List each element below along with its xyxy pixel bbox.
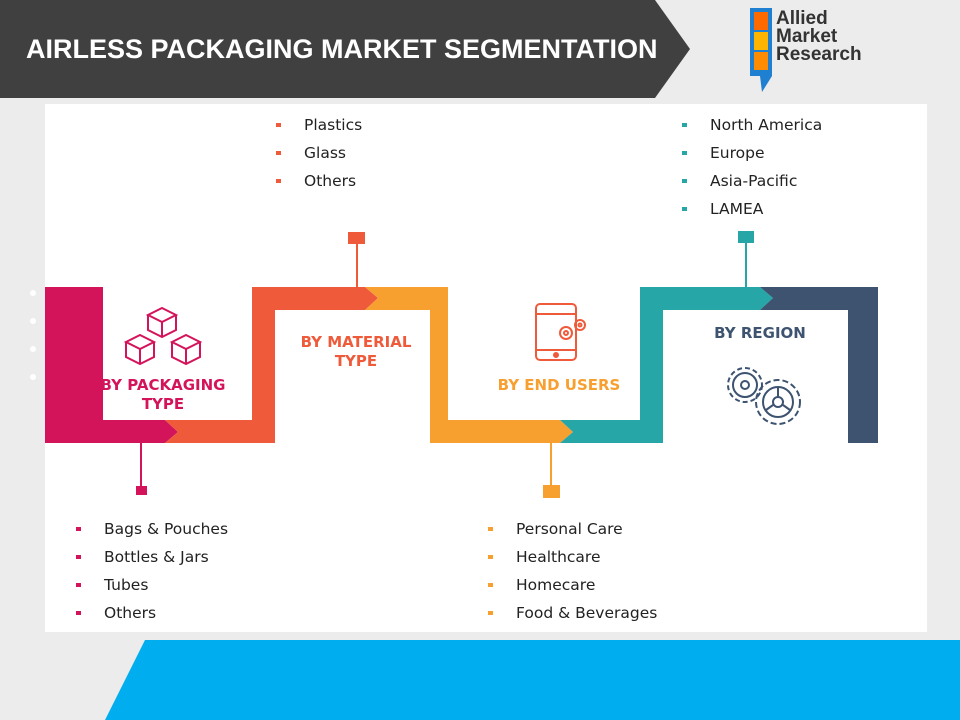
bullet-icon: [488, 527, 493, 531]
logo-text: Allied Market Research: [776, 8, 862, 65]
diagram-panel: [45, 104, 927, 632]
material-type-list: Plastics Glass Others: [276, 111, 362, 195]
list-item: Asia-Pacific: [682, 167, 822, 195]
cubes-icon: [123, 306, 203, 366]
list-item: Europe: [682, 139, 822, 167]
bullet-icon: [276, 179, 281, 183]
list-item: Others: [76, 599, 228, 627]
segment-material-shape: [165, 287, 378, 443]
bullet-icon: [276, 123, 281, 127]
item-text: Plastics: [304, 116, 363, 134]
bullet-icon: [76, 611, 81, 615]
slide-dots: [30, 290, 36, 402]
bullet-icon: [276, 151, 281, 155]
item-text: Homecare: [516, 576, 596, 594]
bullet-icon: [488, 611, 493, 615]
logo-mark-icon: [750, 8, 772, 92]
connector-material-node: [348, 232, 365, 244]
item-text: Others: [104, 604, 157, 622]
item-text: LAMEA: [710, 200, 764, 218]
item-text: Europe: [710, 144, 765, 162]
label-region-line-1: BY REGION: [714, 324, 806, 342]
label-packaging-type: BY PACKAGING TYPE: [82, 376, 244, 414]
label-material-line-1: BY MATERIAL: [300, 333, 412, 351]
end-users-list: Personal Care Healthcare Homecare Food &…: [488, 515, 657, 627]
bullet-icon: [682, 207, 687, 211]
label-packaging-line-1: BY PACKAGING: [100, 376, 226, 394]
list-item: Bags & Pouches: [76, 515, 228, 543]
region-list: North America Europe Asia-Pacific LAMEA: [682, 111, 822, 223]
list-item: Healthcare: [488, 543, 657, 571]
label-end-users-line-1: BY END USERS: [497, 376, 621, 394]
item-text: Food & Beverages: [516, 604, 658, 622]
bullet-icon: [76, 527, 81, 531]
item-text: North America: [710, 116, 823, 134]
label-end-users: BY END USERS: [478, 376, 640, 395]
bullet-icon: [76, 583, 81, 587]
label-packaging-line-2: TYPE: [141, 395, 185, 413]
packaging-type-list: Bags & Pouches Bottles & Jars Tubes Othe…: [76, 515, 228, 627]
segment-end-users-shape: [365, 287, 573, 443]
bullet-icon: [488, 583, 493, 587]
list-item: LAMEA: [682, 195, 822, 223]
bullet-icon: [682, 179, 687, 183]
dot: [30, 318, 36, 324]
label-material-line-2: TYPE: [334, 352, 378, 370]
item-text: Glass: [304, 144, 346, 162]
dot: [30, 346, 36, 352]
connector-region-node: [738, 231, 754, 243]
logo-line-2: Market: [776, 26, 838, 47]
label-material-type: BY MATERIAL TYPE: [282, 333, 430, 371]
bullet-icon: [76, 555, 81, 559]
dot: [30, 290, 36, 296]
bullet-icon: [488, 555, 493, 559]
logo-line-3: Research: [776, 44, 862, 65]
segment-region-end-shape: [760, 287, 878, 443]
bottom-ribbon: [105, 640, 960, 720]
title-bar: AIRLESS PACKAGING MARKET SEGMENTATION: [0, 0, 690, 98]
gears-icon: [727, 367, 801, 425]
list-item: Personal Care: [488, 515, 657, 543]
item-text: Personal Care: [516, 520, 623, 538]
page-title: AIRLESS PACKAGING MARKET SEGMENTATION: [26, 34, 658, 64]
segment-packaging-shape: [45, 287, 178, 443]
mobile-gears-icon: [535, 303, 586, 361]
connector-packaging-node: [136, 486, 147, 495]
list-item: Homecare: [488, 571, 657, 599]
connector-end-users-node: [543, 485, 560, 498]
allied-market-research-logo: Allied Market Research: [748, 6, 898, 94]
logo-line-1: Allied: [776, 8, 828, 29]
label-region: BY REGION: [690, 324, 830, 343]
title-bar-shape: [0, 0, 690, 98]
list-item: Tubes: [76, 571, 228, 599]
item-text: Bags & Pouches: [104, 520, 229, 538]
item-text: Bottles & Jars: [104, 548, 209, 566]
list-item: Plastics: [276, 111, 362, 139]
item-text: Tubes: [104, 576, 149, 594]
item-text: Asia-Pacific: [710, 172, 798, 190]
list-item: Bottles & Jars: [76, 543, 228, 571]
list-item: Food & Beverages: [488, 599, 657, 627]
bullet-icon: [682, 151, 687, 155]
list-item: Glass: [276, 139, 362, 167]
item-text: Others: [304, 172, 357, 190]
list-item: Others: [276, 167, 362, 195]
list-item: North America: [682, 111, 822, 139]
item-text: Healthcare: [516, 548, 601, 566]
segment-region-shape: [560, 287, 773, 443]
dot: [30, 374, 36, 380]
bullet-icon: [682, 123, 687, 127]
